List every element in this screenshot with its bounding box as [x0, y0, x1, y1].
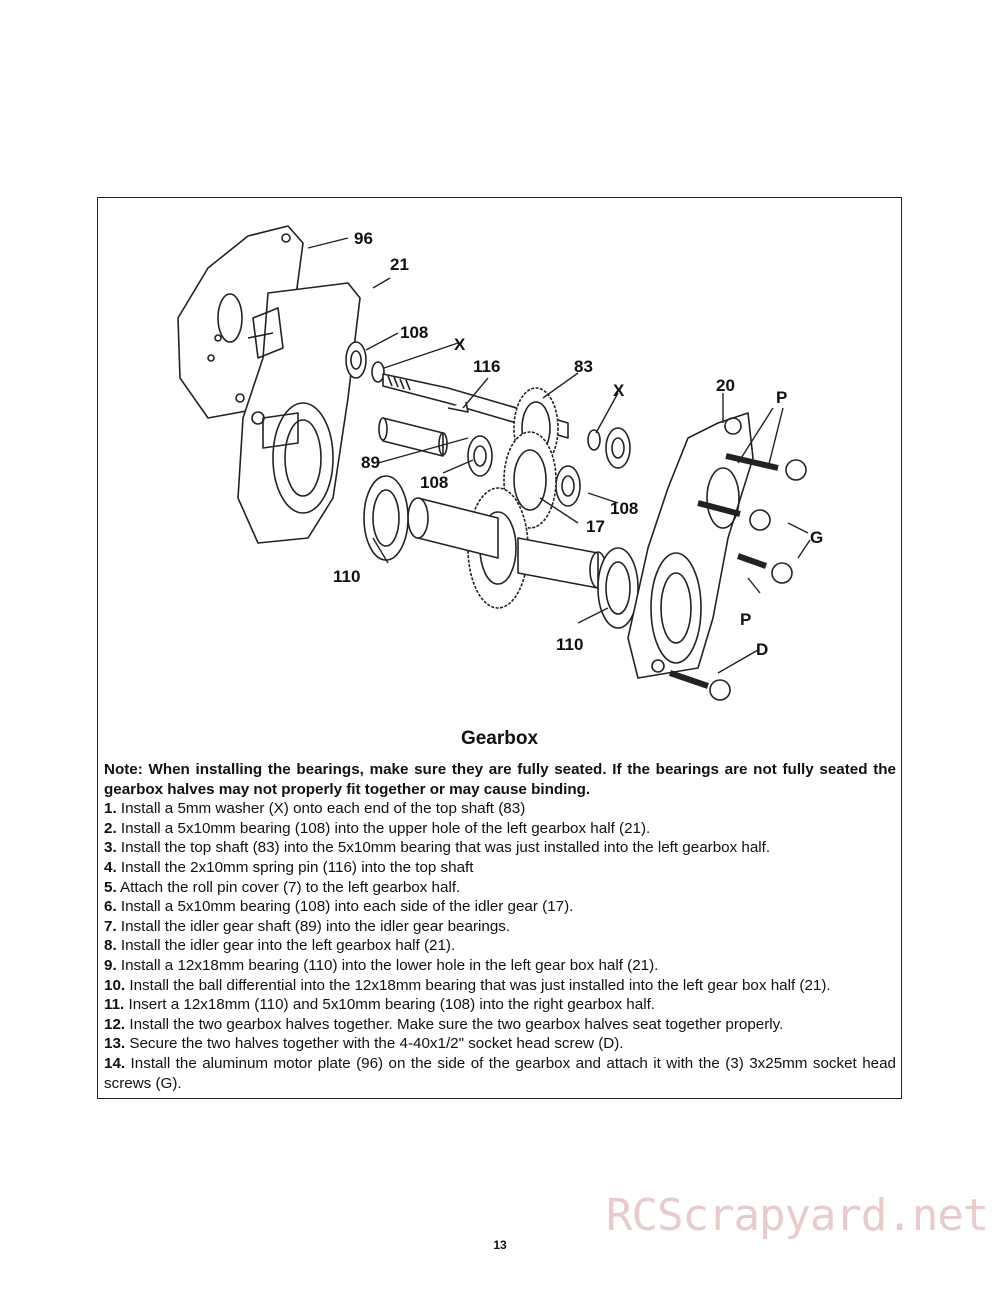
bearing-note: Note: When installing the bearings, make…	[104, 761, 896, 798]
step-text: Install a 12x18mm bearing (110) into the…	[116, 956, 659, 974]
callout-108-right: 108	[610, 499, 638, 518]
step-text: Install the ball differential into the 1…	[125, 976, 831, 994]
step-item: 8. Install the idler gear into the left …	[104, 936, 896, 956]
differential-part	[407, 497, 607, 589]
step-text: Install the top shaft (83) into the 5x10…	[116, 839, 771, 857]
step-text: Install a 5x10mm bearing (108) into the …	[116, 819, 651, 837]
step-text: Install a 5mm washer (X) onto each end o…	[116, 800, 526, 818]
step-item: 10. Install the ball differential into t…	[104, 976, 896, 996]
step-item: 14. Install the aluminum motor plate (96…	[104, 1054, 896, 1093]
step-item: 7. Install the idler gear shaft (89) int…	[104, 917, 896, 937]
step-number: 9.	[104, 956, 117, 974]
step-text: Insert a 12x18mm (110) and 5x10mm bearin…	[124, 996, 656, 1014]
watermark-logo: RCScrapyard.net	[606, 1190, 989, 1241]
callout-17: 17	[586, 517, 605, 536]
step-number: 1.	[104, 800, 117, 818]
idler-bearings	[467, 435, 581, 507]
step-item: 1. Install a 5mm washer (X) onto each en…	[104, 799, 896, 819]
callout-20: 20	[716, 376, 735, 395]
step-item: 4. Install the 2x10mm spring pin (116) i…	[104, 858, 896, 878]
callout-108-top: 108	[400, 323, 428, 342]
callout-21: 21	[390, 255, 409, 274]
screws	[669, 453, 807, 701]
page-number: 13	[493, 1238, 507, 1252]
step-number: 13.	[104, 1035, 126, 1053]
step-number: 8.	[104, 937, 117, 955]
idler-shaft-part	[378, 417, 448, 457]
right-gearbox-half-part	[627, 412, 754, 679]
step-item: 12. Install the two gearbox halves toget…	[104, 1015, 896, 1035]
instructions-text: Note: When installing the bearings, make…	[104, 760, 896, 1093]
gearbox-exploded-diagram: 96 21 108 X 116 83 X 20 P 89 108 108 17 …	[98, 198, 901, 718]
callout-x-left: X	[454, 335, 466, 354]
step-number: 4.	[104, 858, 117, 876]
step-number: 6.	[104, 898, 117, 916]
step-number: 12.	[104, 1015, 126, 1033]
step-item: 11. Insert a 12x18mm (110) and 5x10mm be…	[104, 995, 896, 1015]
step-text: Install the two gearbox halves together.…	[125, 1015, 784, 1033]
callout-x-right: X	[613, 381, 625, 400]
step-item: 5. Attach the roll pin cover (7) to the …	[104, 878, 896, 898]
step-number: 5.	[104, 878, 117, 896]
step-item: 6. Install a 5x10mm bearing (108) into e…	[104, 897, 896, 917]
callout-110-left: 110	[333, 567, 360, 586]
callout-p-top: P	[776, 388, 787, 407]
step-number: 3.	[104, 839, 117, 857]
step-text: Install the idler gear into the left gea…	[116, 937, 456, 955]
step-number: 10.	[104, 976, 126, 994]
callout-89: 89	[361, 453, 380, 472]
step-number: 14.	[104, 1054, 126, 1072]
step-item: 13. Secure the two halves together with …	[104, 1034, 896, 1054]
step-item: 3. Install the top shaft (83) into the 5…	[104, 838, 896, 858]
step-text: Install a 5x10mm bearing (108) into each…	[116, 898, 574, 916]
bearing-108-upper-left	[345, 341, 385, 383]
callout-83: 83	[574, 357, 593, 376]
step-item: 2. Install a 5x10mm bearing (108) into t…	[104, 819, 896, 839]
bearing-108-right	[587, 427, 631, 469]
leader-lines	[307, 237, 811, 674]
callout-d: D	[756, 640, 768, 659]
section-title: Gearbox	[460, 728, 539, 749]
callout-108-idler: 108	[420, 473, 448, 492]
instruction-frame: 96 21 108 X 116 83 X 20 P 89 108 108 17 …	[97, 197, 902, 1099]
step-text: Attach the roll pin cover (7) to the lef…	[116, 878, 461, 896]
callout-110-right: 110	[556, 635, 583, 654]
step-text: Secure the two halves together with the …	[125, 1035, 624, 1053]
step-text: Install the aluminum motor plate (96) on…	[104, 1054, 896, 1092]
callout-g: G	[810, 528, 823, 547]
callout-p-bottom: P	[740, 610, 751, 629]
step-text: Install the idler gear shaft (89) into t…	[116, 917, 511, 935]
left-gearbox-half-part	[237, 282, 361, 544]
step-text: Install the 2x10mm spring pin (116) into…	[116, 858, 474, 876]
step-number: 2.	[104, 819, 117, 837]
step-number: 11.	[104, 996, 125, 1014]
step-number: 7.	[104, 917, 117, 935]
callout-96: 96	[354, 229, 373, 248]
step-item: 9. Install a 12x18mm bearing (110) into …	[104, 956, 896, 976]
steps-list: 1. Install a 5mm washer (X) onto each en…	[104, 799, 896, 1093]
callout-116: 116	[473, 357, 500, 376]
